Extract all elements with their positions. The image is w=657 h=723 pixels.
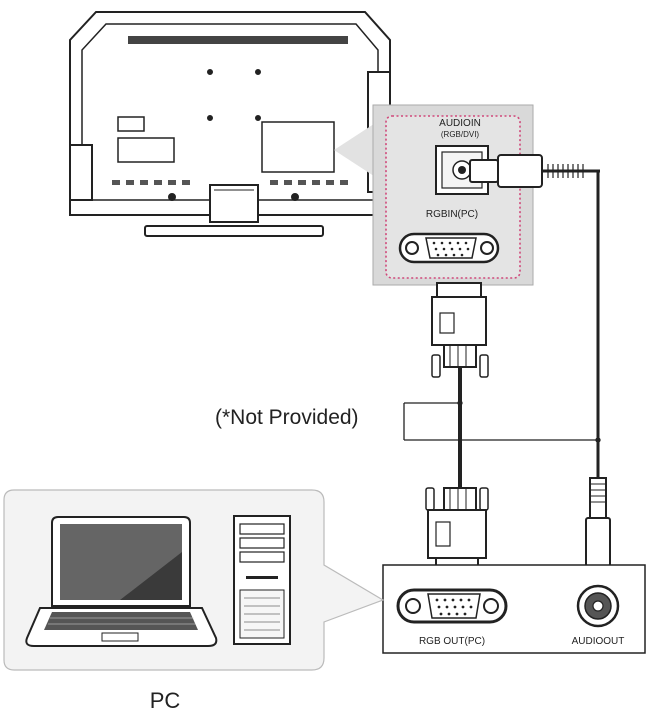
vga-cable-icon	[425, 282, 489, 583]
rgb-out-port-icon	[396, 588, 508, 624]
tv-port-panel: AUDIOIN (RGB/DVI) RGBIN(PC)	[372, 104, 534, 286]
pc-label: PC	[150, 688, 181, 713]
rgb-in-label: RGBIN(PC)	[426, 209, 478, 220]
audio-in-label: AUDIOIN	[439, 118, 481, 129]
audio-out-label: AUDIOOUT	[572, 636, 625, 647]
tv-back-icon	[69, 11, 391, 237]
not-provided-label: (*Not Provided)	[215, 406, 359, 429]
audio-cable-icon	[469, 154, 600, 478]
audio-in-sub-label: (RGB/DVI)	[441, 130, 480, 139]
pc-callout	[3, 489, 385, 671]
vga-port-icon	[398, 232, 500, 264]
rgb-out-label: RGB OUT(PC)	[419, 636, 485, 647]
audio-out-jack-icon	[576, 584, 620, 628]
desktop-tower-icon	[233, 515, 291, 645]
pc-port-panel: RGB OUT(PC) AUDIOOUT	[382, 564, 646, 654]
laptop-icon	[25, 516, 218, 647]
not-provided-bracket	[403, 400, 601, 443]
zoom-wedge	[334, 120, 380, 180]
